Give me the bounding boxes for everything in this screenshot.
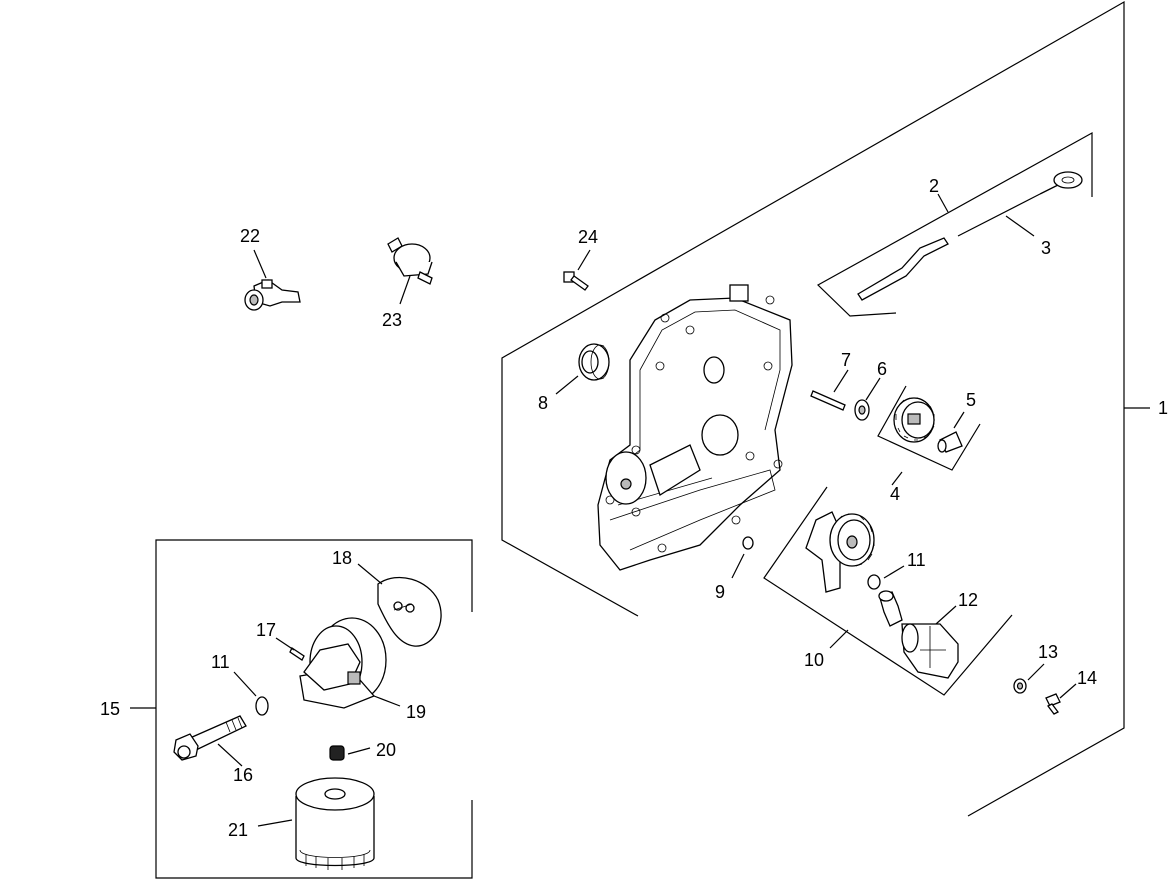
- oil-pump-group-boundary: [763, 486, 1013, 696]
- callout-22: 22: [240, 226, 260, 246]
- bolt: [173, 715, 247, 761]
- callout-18: 18: [332, 548, 352, 568]
- callout-17: 17: [256, 620, 276, 640]
- oil-seal: [578, 343, 610, 381]
- dipstick: [957, 171, 1083, 237]
- callout-24: 24: [578, 227, 598, 247]
- dipstick-tube: [857, 237, 949, 301]
- o-ring-11-lower: [255, 696, 269, 716]
- pin-17: [289, 647, 305, 661]
- washer-13: [1013, 678, 1027, 694]
- pin: [810, 390, 846, 411]
- washer-6: [854, 399, 870, 421]
- dipstick-group-boundary: [817, 131, 1093, 317]
- gear: [893, 397, 935, 443]
- callout-10: 10: [804, 650, 824, 670]
- gasket: [377, 576, 442, 647]
- oil-filter-group-boundary: [130, 539, 473, 879]
- oil-pump-gear: [805, 511, 875, 593]
- closure-plate: [597, 284, 793, 571]
- callout-1: 1: [1158, 398, 1168, 418]
- gear-group-boundary: [877, 385, 981, 471]
- o-ring-11-upper: [867, 574, 881, 590]
- callout-9: 9: [715, 582, 725, 602]
- callout-11-lower: 11: [211, 652, 230, 672]
- elbow-fitting: [244, 279, 301, 311]
- oil-pickup: [878, 590, 959, 679]
- callout-labels: 1 2 3 4 5 6 7 8 9 10 11 12 13 14 15 16 1…: [100, 176, 1168, 840]
- callout-2: 2: [929, 176, 939, 196]
- callout-11-upper: 11: [907, 550, 926, 570]
- callout-23: 23: [382, 310, 402, 330]
- callout-7: 7: [841, 350, 851, 370]
- shaft: [937, 431, 963, 453]
- oil-filter: [295, 777, 375, 870]
- o-ring-9: [742, 536, 754, 550]
- callout-16: 16: [233, 765, 253, 785]
- callout-13: 13: [1038, 642, 1058, 662]
- callout-15: 15: [100, 699, 120, 719]
- callout-8: 8: [538, 393, 548, 413]
- nipple: [329, 745, 345, 761]
- screw-14: [1045, 693, 1061, 715]
- callout-4: 4: [890, 484, 900, 504]
- callout-6: 6: [877, 359, 887, 379]
- callout-21: 21: [228, 820, 248, 840]
- callout-3: 3: [1041, 238, 1051, 258]
- screw-24: [563, 271, 589, 291]
- leader-lines: [217, 193, 1077, 827]
- callout-14: 14: [1077, 668, 1097, 688]
- callout-5: 5: [966, 390, 976, 410]
- callout-20: 20: [376, 740, 396, 760]
- assembly-boundary-main: [501, 0, 1150, 817]
- oil-filter-adapter: [299, 617, 387, 709]
- callout-12: 12: [958, 590, 978, 610]
- breather-valve: [387, 237, 433, 285]
- callout-19: 19: [406, 702, 426, 722]
